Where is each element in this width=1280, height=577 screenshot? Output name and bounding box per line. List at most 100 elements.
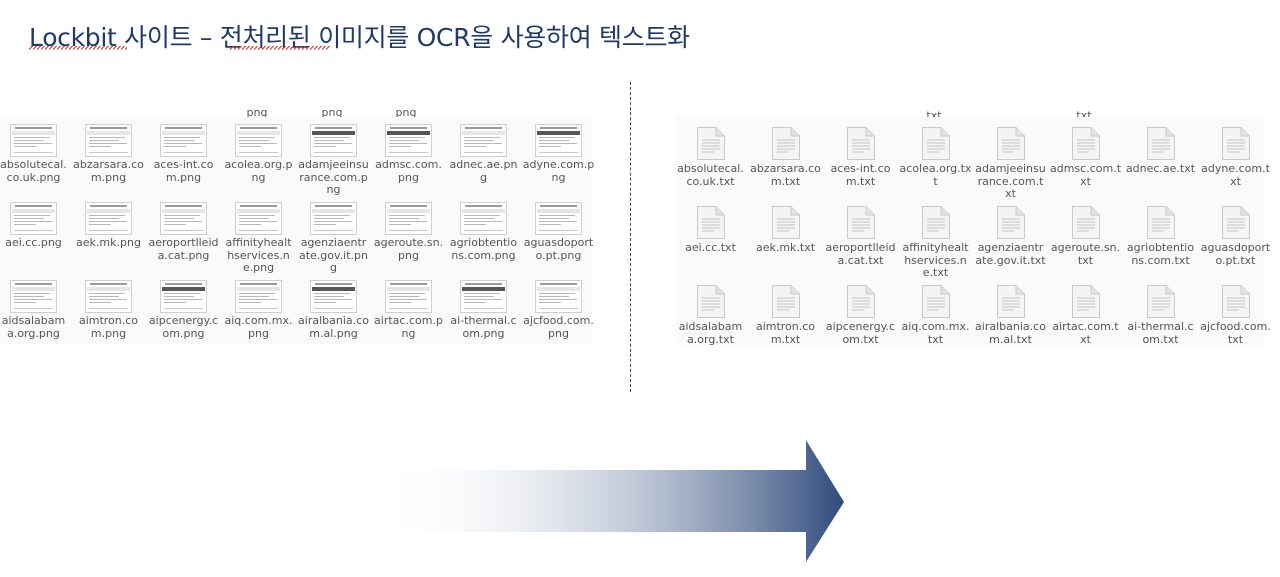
txt-file-item[interactable]: aimtron.com.txt [748,284,823,363]
txt-file-item[interactable]: adamjeeinsurance.com.txt [973,126,1048,205]
txt-file-item[interactable]: aces-int.com.txt [823,126,898,205]
png-file-item[interactable]: aipcenergy.com.png [146,280,221,358]
txt-file-name: ageroute.sn.txt [1050,242,1122,267]
text-document-icon [1146,126,1176,161]
png-file-name: aipcenergy.com.png [148,315,220,340]
png-file-name: abzarsara.com.png [73,159,145,184]
png-thumbnail [460,202,507,235]
png-thumbnail [535,202,582,235]
text-document-icon [1221,284,1251,319]
txt-file-name: aces-int.com.txt [825,163,897,188]
txt-file-name: aeroportlleida.cat.txt [825,242,897,267]
png-thumbnail [235,124,282,157]
png-thumbnail [310,202,357,235]
txt-file-item[interactable]: agenziaentrate.gov.it.txt [973,205,1048,284]
txt-file-item[interactable]: airtac.com.txt [1048,284,1123,363]
png-thumbnail [235,280,282,313]
txt-file-name: airtac.com.txt [1050,321,1122,346]
txt-file-item[interactable]: abzarsara.com.txt [748,126,823,205]
png-file-item[interactable]: ageroute.sn.png [371,202,446,280]
png-file-name: aguasdoporto.pt.png [523,237,595,262]
png-thumbnail [310,280,357,313]
png-file-item[interactable]: agenziaentrate.gov.it.png [296,202,371,280]
txt-file-name: adyne.com.txt [1200,163,1272,188]
txt-file-item[interactable]: agriobtentions.com.txt [1123,205,1198,284]
png-file-item[interactable]: aimtron.com.png [71,280,146,358]
txt-file-item[interactable]: acolea.org.txt [898,126,973,205]
png-file-item[interactable]: abzarsara.com.png [71,124,146,202]
png-file-item[interactable]: aiq.com.mx.png [221,280,296,358]
png-file-name: agenziaentrate.gov.it.png [298,237,370,275]
png-file-item[interactable]: adyne.com.png [521,124,596,202]
dashed-divider [630,82,631,392]
png-file-item[interactable]: admsc.com.png [371,124,446,202]
txt-file-item[interactable]: aeroportlleida.cat.txt [823,205,898,284]
txt-file-item[interactable]: aei.cc.txt [673,205,748,284]
txt-file-item[interactable]: absolutecal.co.uk.txt [673,126,748,205]
png-file-item[interactable]: airtac.com.png [371,280,446,358]
png-file-item[interactable]: adamjeeinsurance.com.png [296,124,371,202]
png-file-item[interactable]: aeroportlleida.cat.png [146,202,221,280]
png-file-name: admsc.com.png [373,159,445,184]
text-document-icon [771,205,801,240]
png-file-item[interactable]: airalbania.com.al.png [296,280,371,358]
png-file-item[interactable]: aguasdoporto.pt.png [521,202,596,280]
txt-file-item[interactable]: ageroute.sn.txt [1048,205,1123,284]
txt-file-item[interactable]: ajcfood.com.txt [1198,284,1273,363]
png-file-name: aiq.com.mx.png [223,315,295,340]
png-file-name: affinityhealthservices.ne.png [223,237,295,275]
png-thumbnail [160,280,207,313]
text-document-icon [1146,205,1176,240]
txt-file-item[interactable]: ai-thermal.com.txt [1123,284,1198,363]
txt-file-item[interactable]: aidsalabama.org.txt [673,284,748,363]
txt-file-name: airalbania.com.al.txt [975,321,1047,346]
png-file-item[interactable]: aek.mk.png [71,202,146,280]
text-document-icon [996,205,1026,240]
png-thumbnail [10,202,57,235]
txt-file-item[interactable]: airalbania.com.al.txt [973,284,1048,363]
png-thumbnail [460,124,507,157]
png-file-item[interactable]: acolea.org.png [221,124,296,202]
text-document-icon [1221,205,1251,240]
png-file-item[interactable]: affinityhealthservices.ne.png [221,202,296,280]
png-thumbnail [310,124,357,157]
txt-file-name: aidsalabama.org.txt [675,321,747,346]
png-files-panel: absolutecal.co.uk.pngabzarsara.com.pngac… [0,117,592,345]
txt-file-name: acolea.org.txt [900,163,972,188]
png-thumbnail [385,202,432,235]
png-file-item[interactable]: ai-thermal.com.png [446,280,521,358]
txt-file-item[interactable]: aguasdoporto.pt.txt [1198,205,1273,284]
txt-file-item[interactable]: adnec.ae.txt [1123,126,1198,205]
text-document-icon [996,126,1026,161]
png-file-name: adamjeeinsurance.com.png [298,159,370,197]
png-file-item[interactable]: agriobtentions.com.png [446,202,521,280]
png-file-item[interactable]: aidsalabama.org.png [0,280,71,358]
png-thumbnail [160,124,207,157]
txt-file-name: aek.mk.txt [750,242,822,255]
txt-file-name: ajcfood.com.txt [1200,321,1272,346]
txt-file-item[interactable]: adyne.com.txt [1198,126,1273,205]
txt-file-item[interactable]: aiq.com.mx.txt [898,284,973,363]
txt-file-item[interactable]: admsc.com.txt [1048,126,1123,205]
text-document-icon [771,126,801,161]
png-file-item[interactable]: adnec.ae.png [446,124,521,202]
png-file-name: acolea.org.png [223,159,295,184]
spellcheck-underline-preprocessed [230,46,330,50]
png-file-item[interactable]: ajcfood.com.png [521,280,596,358]
spellcheck-underline-lockbit [29,46,127,50]
png-thumbnail [85,280,132,313]
txt-file-item[interactable]: affinityhealthservices.ne.txt [898,205,973,284]
png-file-item[interactable]: absolutecal.co.uk.png [0,124,71,202]
text-document-icon [1071,205,1101,240]
text-document-icon [846,126,876,161]
png-file-item[interactable]: aei.cc.png [0,202,71,280]
png-file-name: airalbania.com.al.png [298,315,370,340]
text-document-icon [921,126,951,161]
text-document-icon [696,205,726,240]
txt-file-item[interactable]: aipcenergy.com.txt [823,284,898,363]
png-file-item[interactable]: aces-int.com.png [146,124,221,202]
png-file-grid: absolutecal.co.uk.pngabzarsara.com.pngac… [0,124,596,358]
png-file-name: agriobtentions.com.png [448,237,520,262]
txt-file-item[interactable]: aek.mk.txt [748,205,823,284]
